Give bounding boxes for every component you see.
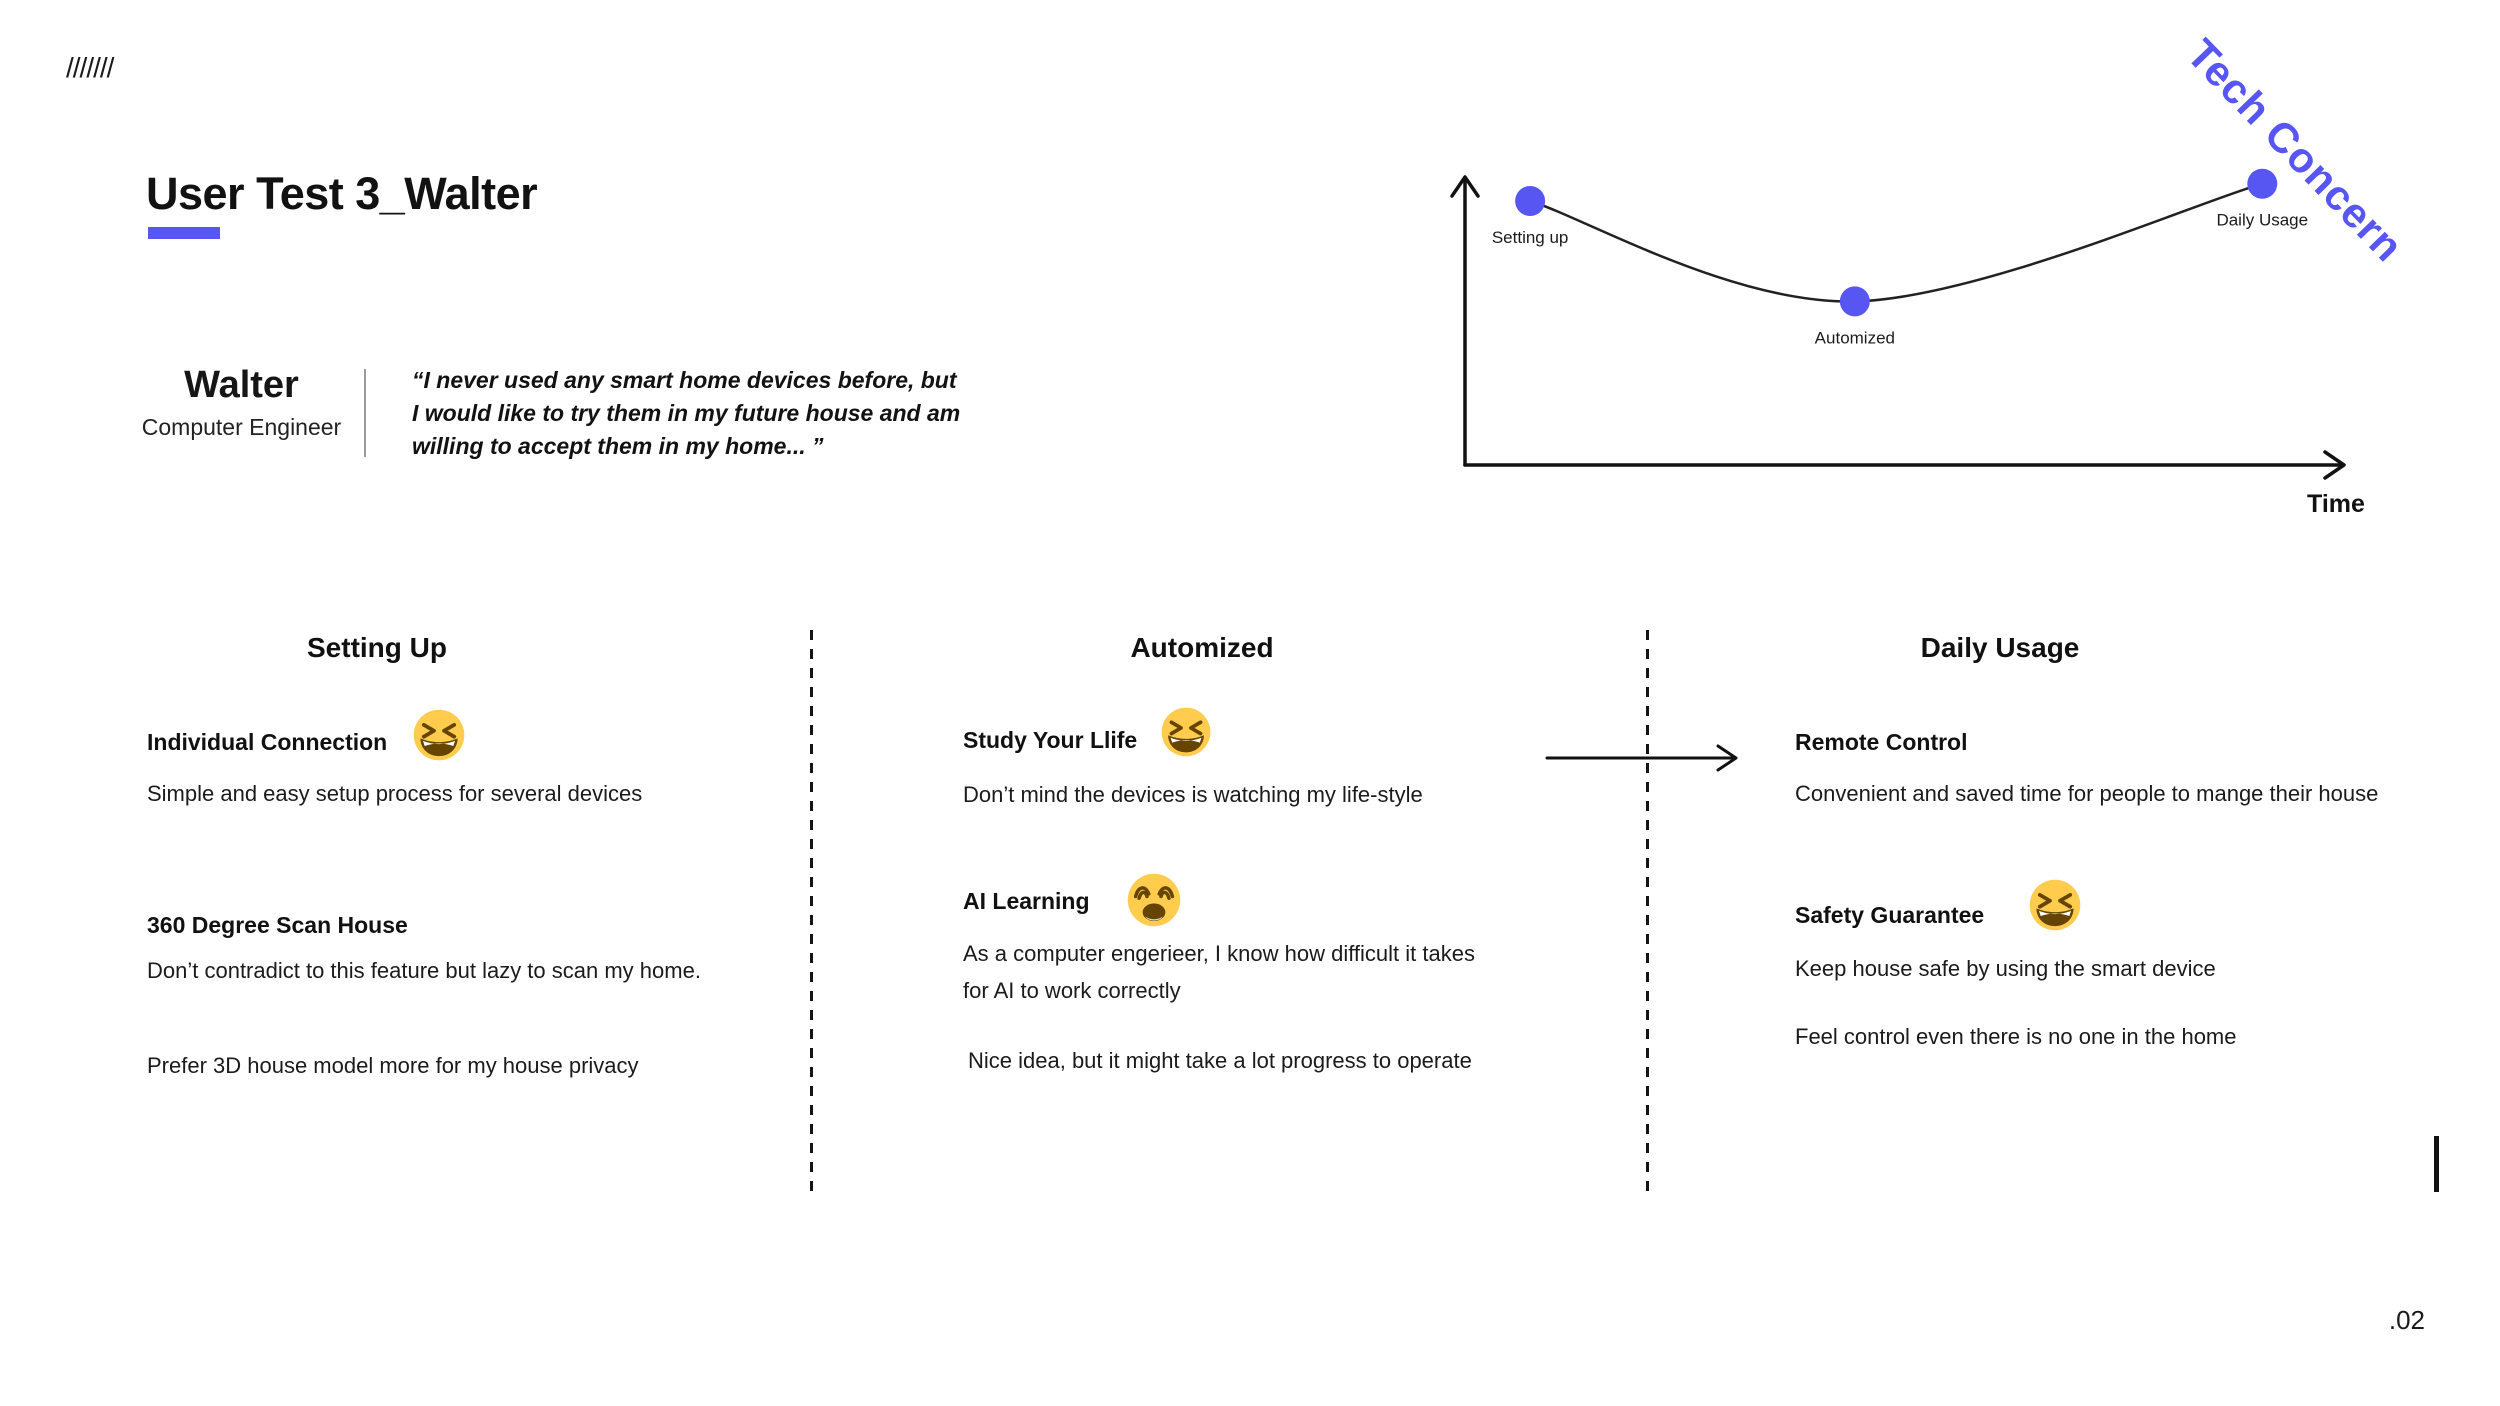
x-axis-label: Time — [2307, 490, 2365, 518]
item-heading-individual-connection: Individual Connection — [147, 729, 388, 755]
item-heading-study-your-life: Study Your Llife — [963, 727, 1138, 753]
text-cursor-mark — [2434, 1136, 2439, 1192]
decorative-slashes: /////// — [66, 52, 114, 83]
item-heading-360-scan: 360 Degree Scan House — [147, 912, 408, 938]
journey-point-label: Automized — [1815, 328, 1895, 347]
grinning-squinting-emoji — [413, 709, 465, 761]
item-heading-ai-learning: AI Learning — [963, 888, 1090, 914]
item-body: Don’t contradict to this feature but laz… — [147, 958, 701, 983]
item-body: Convenient and saved time for people to … — [1795, 781, 2379, 806]
flow-arrow — [1545, 744, 1738, 772]
journey-curve — [1529, 182, 2263, 303]
y-axis-arrowhead — [1450, 175, 1480, 198]
item-heading-remote-control: Remote Control — [1795, 729, 1968, 755]
item-body: Nice idea, but it might take a lot progr… — [968, 1048, 1472, 1073]
column-header-setting-up: Setting Up — [307, 632, 447, 663]
item-body: As a computer engerieer, I know how diff… — [963, 941, 1475, 1003]
quote-line: “I never used any smart home devices bef… — [412, 367, 957, 393]
column-divider-1 — [810, 630, 813, 1192]
journey-point-label: Daily Usage — [2216, 211, 2308, 230]
journey-point — [1515, 185, 1546, 216]
item-body: Feel control even there is no one in the… — [1795, 1024, 2237, 1049]
journey-points: Setting up Automized Daily Usage — [1492, 168, 2308, 347]
item-body: Simple and easy setup process for severa… — [147, 781, 643, 806]
profile-role: Computer Engineer — [141, 414, 342, 440]
column-header-automized: Automized — [1130, 632, 1274, 663]
profile-divider — [364, 369, 366, 457]
page-title: User Test 3_Walter — [146, 168, 538, 219]
grinning-squinting-emoji — [2029, 879, 2081, 931]
weary-emoji — [1127, 873, 1181, 927]
item-body: Prefer 3D house model more for my house … — [147, 1053, 639, 1078]
grinning-squinting-emoji — [1161, 707, 1211, 757]
item-body: Keep house safe by using the smart devic… — [1795, 956, 2216, 981]
column-divider-2 — [1646, 630, 1649, 1192]
journey-chart: Setting up Automized Daily Usage Time — [1450, 168, 2365, 518]
item-body: Don’t mind the devices is watching my li… — [963, 782, 1423, 807]
column-header-daily-usage: Daily Usage — [1920, 632, 2080, 663]
journey-point — [1839, 286, 1870, 317]
quote-line: willing to accept them in my home... ” — [412, 433, 824, 459]
chart-axes — [1450, 175, 2346, 480]
item-heading-safety-guarantee: Safety Guarantee — [1795, 902, 1985, 928]
x-axis-arrowhead — [2323, 450, 2346, 480]
profile-quote: “I never used any smart home devices bef… — [412, 364, 960, 463]
quote-line: I would like to try them in my future ho… — [412, 400, 961, 426]
profile-name: Walter — [184, 364, 299, 406]
journey-point-label: Setting up — [1492, 228, 1569, 247]
title-underline — [148, 227, 220, 239]
journey-point — [2247, 168, 2278, 199]
page-number: .02 — [2388, 1305, 2425, 1335]
